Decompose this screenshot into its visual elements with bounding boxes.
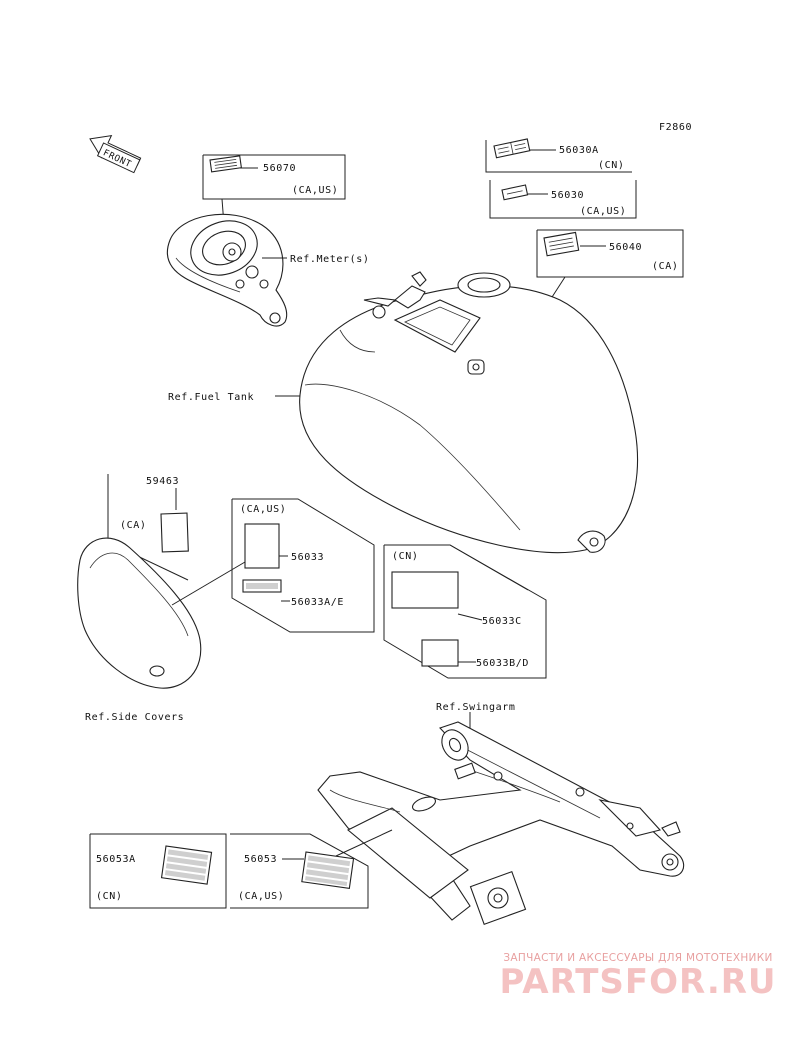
part-56030a-number: 56030A (559, 145, 599, 156)
part-56030-callout[interactable]: 56030 (CA,US) (489, 180, 637, 219)
ref-swingarm-label[interactable]: Ref.Swingarm (436, 702, 515, 713)
ref-side-covers-label[interactable]: Ref.Side Covers (85, 712, 184, 723)
part-56033-group-region: (CA,US) (240, 504, 286, 515)
part-56053-callout[interactable]: 56053 (CA,US) (230, 829, 393, 909)
label-56033bd-icon (421, 639, 459, 667)
watermark-caption: ЗАПЧАСТИ И АКСЕССУАРЫ ДЛЯ МОТОТЕХНИКИ (503, 952, 773, 964)
meter-assembly-icon (166, 213, 288, 327)
swingarm-icon (317, 721, 685, 926)
part-56053a-region: (CN) (96, 891, 122, 902)
part-59463-number: 59463 (146, 476, 179, 487)
part-56033c-group-callout[interactable]: (CN) 56033C 56033B/D (383, 544, 547, 679)
side-cover-icon (77, 537, 202, 689)
label-56040-icon (543, 231, 580, 257)
label-56030a-icon (493, 138, 531, 159)
label-56053a-icon (160, 845, 213, 885)
front-arrow-icon: FRONT (89, 135, 142, 174)
part-56053a-callout[interactable]: 56053A (CN) (89, 833, 227, 909)
part-56033c-number: 56033C (482, 616, 522, 627)
part-59463-region: (CA) (120, 520, 146, 531)
part-56033ae-number: 56033A/E (291, 597, 344, 608)
ref-meter-label[interactable]: Ref.Meter(s) (290, 254, 369, 265)
label-56033c-icon (391, 571, 459, 609)
part-56033bd-number: 56033B/D (476, 658, 529, 669)
label-59463-icon (160, 512, 189, 553)
label-56053-icon (301, 851, 355, 890)
part-56040-number: 56040 (609, 242, 642, 253)
part-56033c-group-region: (CN) (392, 551, 418, 562)
part-56030a-callout[interactable]: 56030A (CN) (485, 138, 632, 173)
fuel-tank-icon (299, 271, 639, 554)
label-56033-icon (244, 523, 280, 569)
part-56053a-number: 56053A (96, 854, 136, 865)
part-56033-number: 56033 (291, 552, 324, 563)
part-56053-number: 56053 (244, 854, 277, 865)
part-56030-number: 56030 (551, 190, 584, 201)
part-56040-callout[interactable]: 56040 (CA) (531, 229, 684, 329)
part-56040-region: (CA) (652, 261, 678, 272)
label-56033ae-icon (242, 579, 282, 593)
figure-code: F2860 (659, 122, 692, 133)
part-56033-group-callout[interactable]: (CA,US) 56033 56033A/E (171, 498, 375, 633)
part-56070-callout[interactable]: 56070 (CA,US) (202, 154, 346, 239)
label-56030-icon (501, 184, 529, 201)
part-56070-region: (CA,US) (292, 185, 338, 196)
part-56030-region: (CA,US) (580, 206, 626, 217)
part-56030a-region: (CN) (598, 160, 624, 171)
part-56053-region: (CA,US) (238, 891, 284, 902)
part-56070-number: 56070 (263, 163, 296, 174)
ref-fuel-tank-label[interactable]: Ref.Fuel Tank (168, 392, 254, 403)
watermark-logo: PARTSFOR.RU (499, 962, 777, 1002)
label-56070-icon (209, 155, 242, 173)
watermark: ЗАПЧАСТИ И АКСЕССУАРЫ ДЛЯ МОТОТЕХНИКИ PA… (488, 952, 788, 1000)
